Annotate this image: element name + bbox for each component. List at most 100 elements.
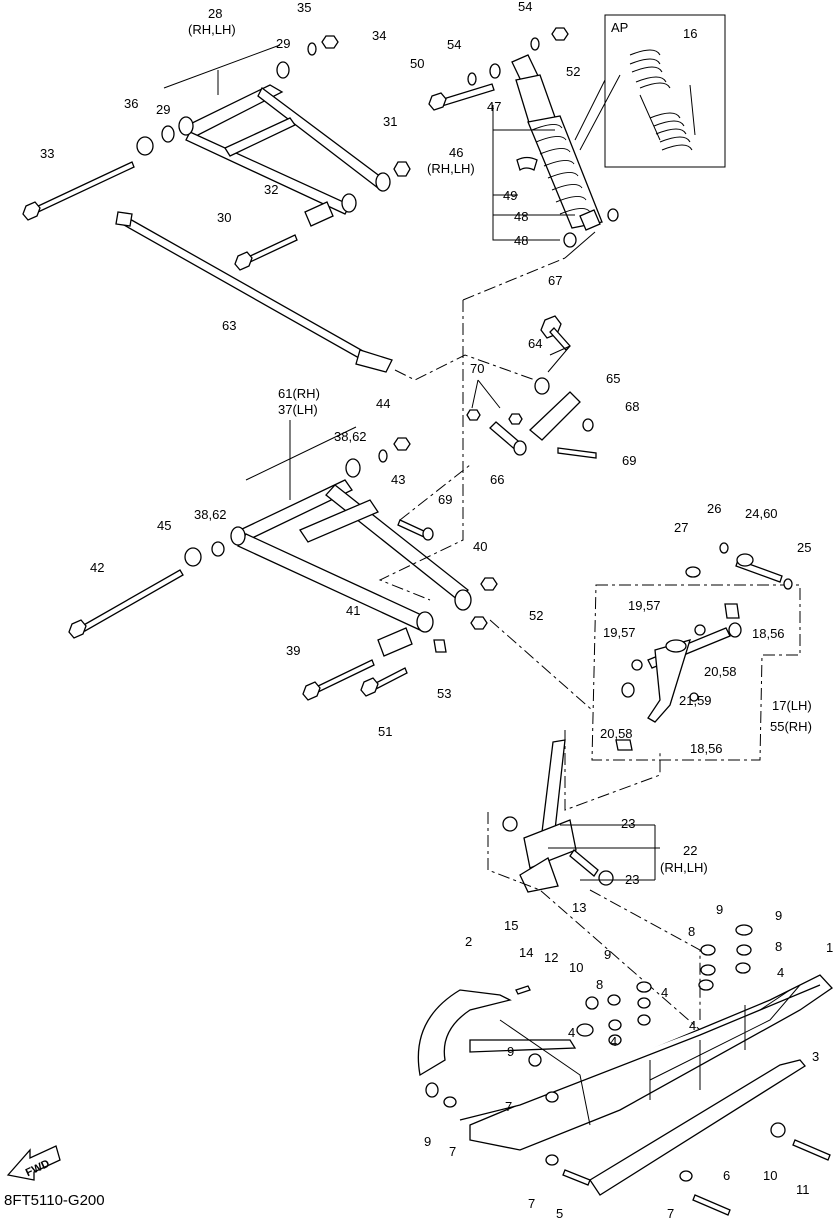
lower-a-arm [68,437,498,701]
ski-assembly [417,924,833,1216]
label-9c: 9 [604,947,611,962]
label-49: 49 [503,188,517,203]
label-48b: 48 [514,233,528,248]
label-3: 3 [812,1049,819,1064]
label-45: 45 [157,518,171,533]
label-15: 15 [504,918,518,933]
label-66: 66 [490,472,504,487]
label-51: 51 [378,724,392,739]
label-23b: 23 [625,872,639,887]
label-67: 67 [548,273,562,288]
label-29a: 29 [276,36,290,51]
label-8a: 8 [688,924,695,939]
label-63: 63 [222,318,236,333]
label-25: 25 [797,540,811,555]
forward-arrow-icon: FWD [6,1145,61,1181]
label-32: 32 [264,182,278,197]
label-38-62a: 38,62 [334,429,367,444]
label-40: 40 [473,539,487,554]
label-9e: 9 [424,1134,431,1149]
label-46-sub: (RH,LH) [427,161,475,176]
label-5: 5 [556,1206,563,1219]
label-16: 16 [683,26,697,41]
steering-linkage [466,315,597,459]
tie-rod [115,211,393,373]
label-11: 11 [796,1182,810,1197]
label-69b: 69 [438,492,452,507]
label-18-56a: 18,56 [752,626,785,641]
label-21-59: 21,59 [679,693,712,708]
label-70: 70 [470,361,484,376]
label-7c: 7 [528,1196,535,1211]
label-8b: 8 [775,939,782,954]
label-31: 31 [383,114,397,129]
diagram-code: 8FT5110-G200 [4,1192,105,1209]
label-28: 28 [208,6,222,21]
label-42: 42 [90,560,104,575]
label-1: 1 [826,940,833,955]
label-9a: 9 [716,902,723,917]
label-9b: 9 [775,908,782,923]
label-10b: 10 [763,1168,777,1183]
shock-absorber [428,27,619,248]
label-35: 35 [297,0,311,15]
label-23a: 23 [621,816,635,831]
label-20-58b: 20,58 [600,726,633,741]
label-47: 47 [487,99,501,114]
label-19-57b: 19,57 [603,625,636,640]
label-38-62b: 38,62 [194,507,227,522]
label-4a: 4 [777,965,784,980]
label-65: 65 [606,371,620,386]
label-50: 50 [410,56,424,71]
label-6: 6 [723,1168,730,1183]
label-9d: 9 [507,1044,514,1059]
label-36: 36 [124,96,138,111]
label-4e: 4 [610,1034,617,1049]
label-53: 53 [437,686,451,701]
label-10a: 10 [569,960,583,975]
label-26: 26 [707,501,721,516]
label-69a: 69 [622,453,636,468]
upper-a-arm [22,35,411,271]
connector-lines [163,44,701,1020]
label-52a: 52 [566,64,580,79]
label-20-58a: 20,58 [704,664,737,679]
label-44: 44 [376,396,390,411]
label-43: 43 [391,472,405,487]
label-7d: 7 [667,1206,674,1219]
label-12: 12 [544,950,558,965]
label-22-sub: (RH,LH) [660,860,708,875]
label-8c: 8 [596,977,603,992]
label-29b: 29 [156,102,170,117]
label-33: 33 [40,146,54,161]
label-4c: 4 [661,985,668,1000]
label-4b: 4 [689,1018,696,1033]
label-19-57a: 19,57 [628,598,661,613]
label-7a: 7 [505,1099,512,1114]
spindle [487,739,701,1031]
ap-box [574,14,726,168]
label-48a: 48 [514,209,528,224]
label-17: 17(LH) [772,698,812,713]
label-2: 2 [465,934,472,949]
callout-labels: 28 (RH,LH) 35 34 29 29 36 31 33 32 30 63… [40,0,833,1219]
steering-column [591,542,801,761]
label-37: 37(LH) [278,402,318,417]
label-46: 46 [449,145,463,160]
label-39: 39 [286,643,300,658]
label-68: 68 [625,399,639,414]
label-34: 34 [372,28,386,43]
label-7b: 7 [449,1144,456,1159]
label-22: 22 [683,843,697,858]
label-61: 61(RH) [278,386,320,401]
label-52b: 52 [529,608,543,623]
label-27: 27 [674,520,688,535]
label-14: 14 [519,945,533,960]
label-64: 64 [528,336,542,351]
label-55: 55(RH) [770,719,812,734]
label-30: 30 [217,210,231,225]
label-54a: 54 [518,0,532,14]
label-13: 13 [572,900,586,915]
